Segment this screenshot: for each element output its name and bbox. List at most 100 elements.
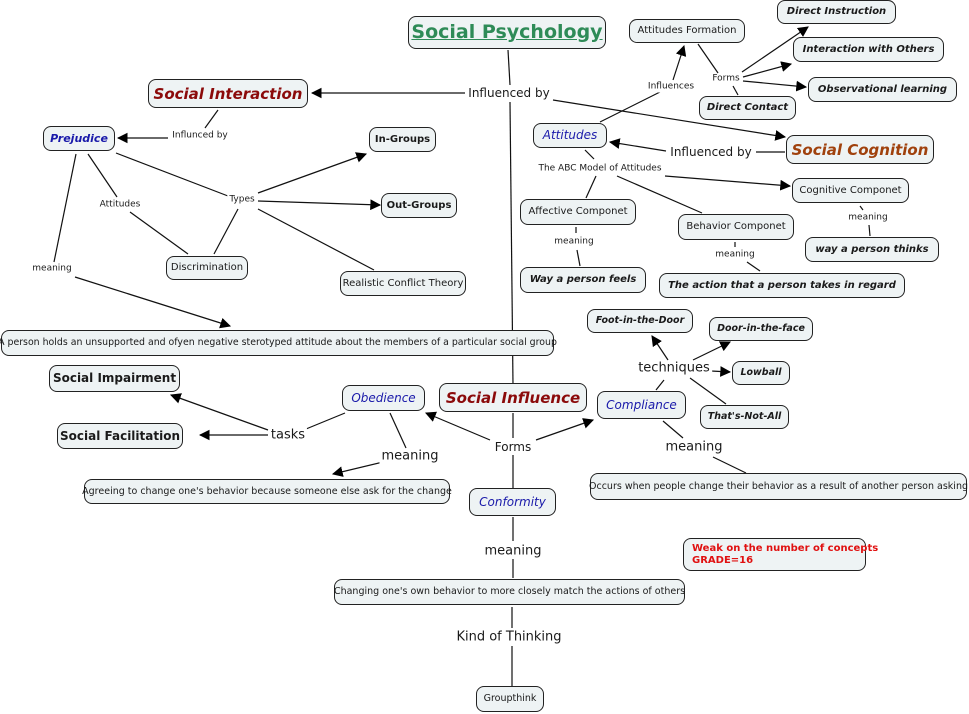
link-label-influences: Influences bbox=[645, 81, 697, 93]
concept-groupthink[interactable]: Groupthink bbox=[476, 686, 544, 712]
link-label-meaning-cognitive: meaning bbox=[846, 212, 890, 224]
link bbox=[712, 456, 747, 474]
link bbox=[868, 224, 871, 237]
concept-compliance-meaning[interactable]: Occurs when people change their behavior… bbox=[589, 473, 968, 500]
concept-way-person-thinks[interactable]: way a person thinks bbox=[805, 237, 939, 262]
link-label-meaning-behavior: meaning bbox=[713, 249, 757, 261]
concept-social-cognition[interactable]: Social Cognition bbox=[786, 135, 934, 164]
concept-lowball[interactable]: Lowball bbox=[732, 361, 790, 385]
concept-social-interaction[interactable]: Social Interaction bbox=[148, 79, 308, 108]
link bbox=[257, 152, 368, 194]
link-label-abc-model: The ABC Model of Attitudes bbox=[536, 163, 664, 175]
link bbox=[859, 205, 864, 211]
concept-direct-contact[interactable]: Direct Contact bbox=[699, 96, 796, 120]
link bbox=[169, 393, 269, 431]
link-label-meaning-obedience: meaning bbox=[379, 448, 441, 464]
link bbox=[664, 175, 792, 191]
link bbox=[742, 80, 808, 92]
link bbox=[305, 412, 346, 430]
link bbox=[651, 335, 669, 361]
concept-social-impairment[interactable]: Social Impairment bbox=[49, 365, 180, 392]
link-label-types: Types bbox=[227, 194, 257, 206]
concept-realistic-conflict-theory[interactable]: Realistic Conflict Theory bbox=[340, 271, 466, 296]
link bbox=[53, 153, 77, 263]
concept-door-in-the-face[interactable]: Door-in-the-face bbox=[709, 317, 813, 341]
concept-obedience[interactable]: Obedience bbox=[342, 385, 425, 411]
link bbox=[741, 26, 809, 73]
concept-social-influence[interactable]: Social Influence bbox=[439, 383, 587, 412]
concept-observational-learning[interactable]: Observational learning bbox=[808, 77, 957, 102]
link bbox=[115, 152, 229, 197]
link bbox=[129, 211, 189, 255]
concept-affective-componet[interactable]: Affective Componet bbox=[520, 199, 636, 225]
concept-prejudice-meaning[interactable]: A person holds an unsupported and ofyen … bbox=[0, 330, 557, 356]
link bbox=[608, 138, 667, 152]
concept-attitudes[interactable]: Attitudes bbox=[533, 123, 607, 148]
link bbox=[599, 91, 661, 123]
concept-obedience-meaning[interactable]: Agreeing to change one's behavior becaus… bbox=[82, 479, 452, 504]
link-label-attitudes: Attitudes bbox=[97, 199, 143, 211]
link bbox=[585, 175, 597, 199]
link bbox=[697, 43, 719, 74]
link-label-influenced-by: Influenced by bbox=[466, 86, 552, 100]
concept-action-person-takes[interactable]: The action that a person takes in regard bbox=[659, 273, 905, 298]
concept-foot-in-the-door[interactable]: Foot-in-the-Door bbox=[587, 309, 693, 333]
link-label-meaning-prejudice: meaning bbox=[30, 263, 74, 275]
grade-value: =16 bbox=[730, 555, 754, 566]
link bbox=[204, 109, 219, 129]
link bbox=[655, 379, 665, 391]
concept-conformity[interactable]: Conformity bbox=[469, 488, 556, 516]
link bbox=[331, 461, 384, 477]
link bbox=[584, 149, 595, 160]
link-label-meaning-compliance: meaning bbox=[663, 439, 725, 455]
link bbox=[672, 44, 687, 81]
concept-prejudice[interactable]: Prejudice bbox=[43, 126, 115, 151]
link bbox=[507, 49, 511, 86]
concept-social-facilitation[interactable]: Social Facilitation bbox=[57, 423, 183, 449]
concept-social-psychology[interactable]: Social Psychology bbox=[408, 16, 606, 49]
concept-attitudes-formation[interactable]: Attitudes Formation bbox=[629, 19, 745, 43]
link bbox=[425, 411, 491, 441]
link-label-tasks: tasks bbox=[268, 427, 308, 443]
link bbox=[74, 276, 232, 329]
concept-behavior-componet[interactable]: Behavior Componet bbox=[678, 214, 794, 240]
link-label-meaning-affective: meaning bbox=[552, 236, 596, 248]
link bbox=[552, 99, 787, 141]
link bbox=[576, 249, 581, 267]
link-label-meaning-conformity: meaning bbox=[482, 543, 544, 559]
grader-note[interactable]: Weak on the number of concepts GRADE=16 bbox=[683, 538, 879, 571]
link bbox=[742, 61, 793, 78]
concept-conformity-meaning[interactable]: Changing one's own behavior to more clos… bbox=[334, 579, 685, 605]
link bbox=[257, 199, 382, 211]
concept-way-person-feels[interactable]: Way a person feels bbox=[520, 267, 646, 293]
link bbox=[389, 412, 407, 449]
link-label-techniques: techniques bbox=[636, 360, 712, 376]
link-label-kind-of-thinking: Kind of Thinking bbox=[454, 629, 564, 645]
link bbox=[689, 377, 727, 405]
concept-in-groups[interactable]: In-Groups bbox=[369, 127, 436, 152]
link-label-influenced-by-cognition: Influenced by bbox=[668, 145, 754, 159]
link bbox=[662, 420, 684, 439]
link bbox=[732, 85, 739, 96]
link-label-forms: Forms bbox=[710, 73, 742, 85]
grade-label: GRADE bbox=[692, 555, 731, 566]
link bbox=[535, 418, 595, 441]
concept-direct-instruction[interactable]: Direct Instruction bbox=[777, 0, 896, 24]
concept-compliance[interactable]: Compliance bbox=[597, 391, 686, 419]
concept-discrimination[interactable]: Discrimination bbox=[166, 256, 248, 280]
link bbox=[213, 208, 239, 255]
concept-cognitive-componet[interactable]: Cognitive Componet bbox=[792, 178, 909, 203]
link bbox=[710, 366, 732, 377]
link bbox=[257, 208, 375, 271]
link-label-forms-influence: Forms bbox=[492, 440, 534, 454]
grader-comment: Weak on the number of concepts bbox=[692, 543, 879, 554]
link bbox=[746, 261, 761, 272]
link-label-influnced-by: Influnced by bbox=[170, 130, 230, 142]
link bbox=[616, 175, 703, 214]
concept-interaction-with-others[interactable]: Interaction with Others bbox=[793, 37, 944, 62]
concept-thats-not-all[interactable]: That's-Not-All bbox=[700, 405, 789, 429]
link bbox=[87, 153, 118, 198]
link bbox=[692, 341, 731, 361]
concept-out-groups[interactable]: Out-Groups bbox=[381, 193, 457, 218]
